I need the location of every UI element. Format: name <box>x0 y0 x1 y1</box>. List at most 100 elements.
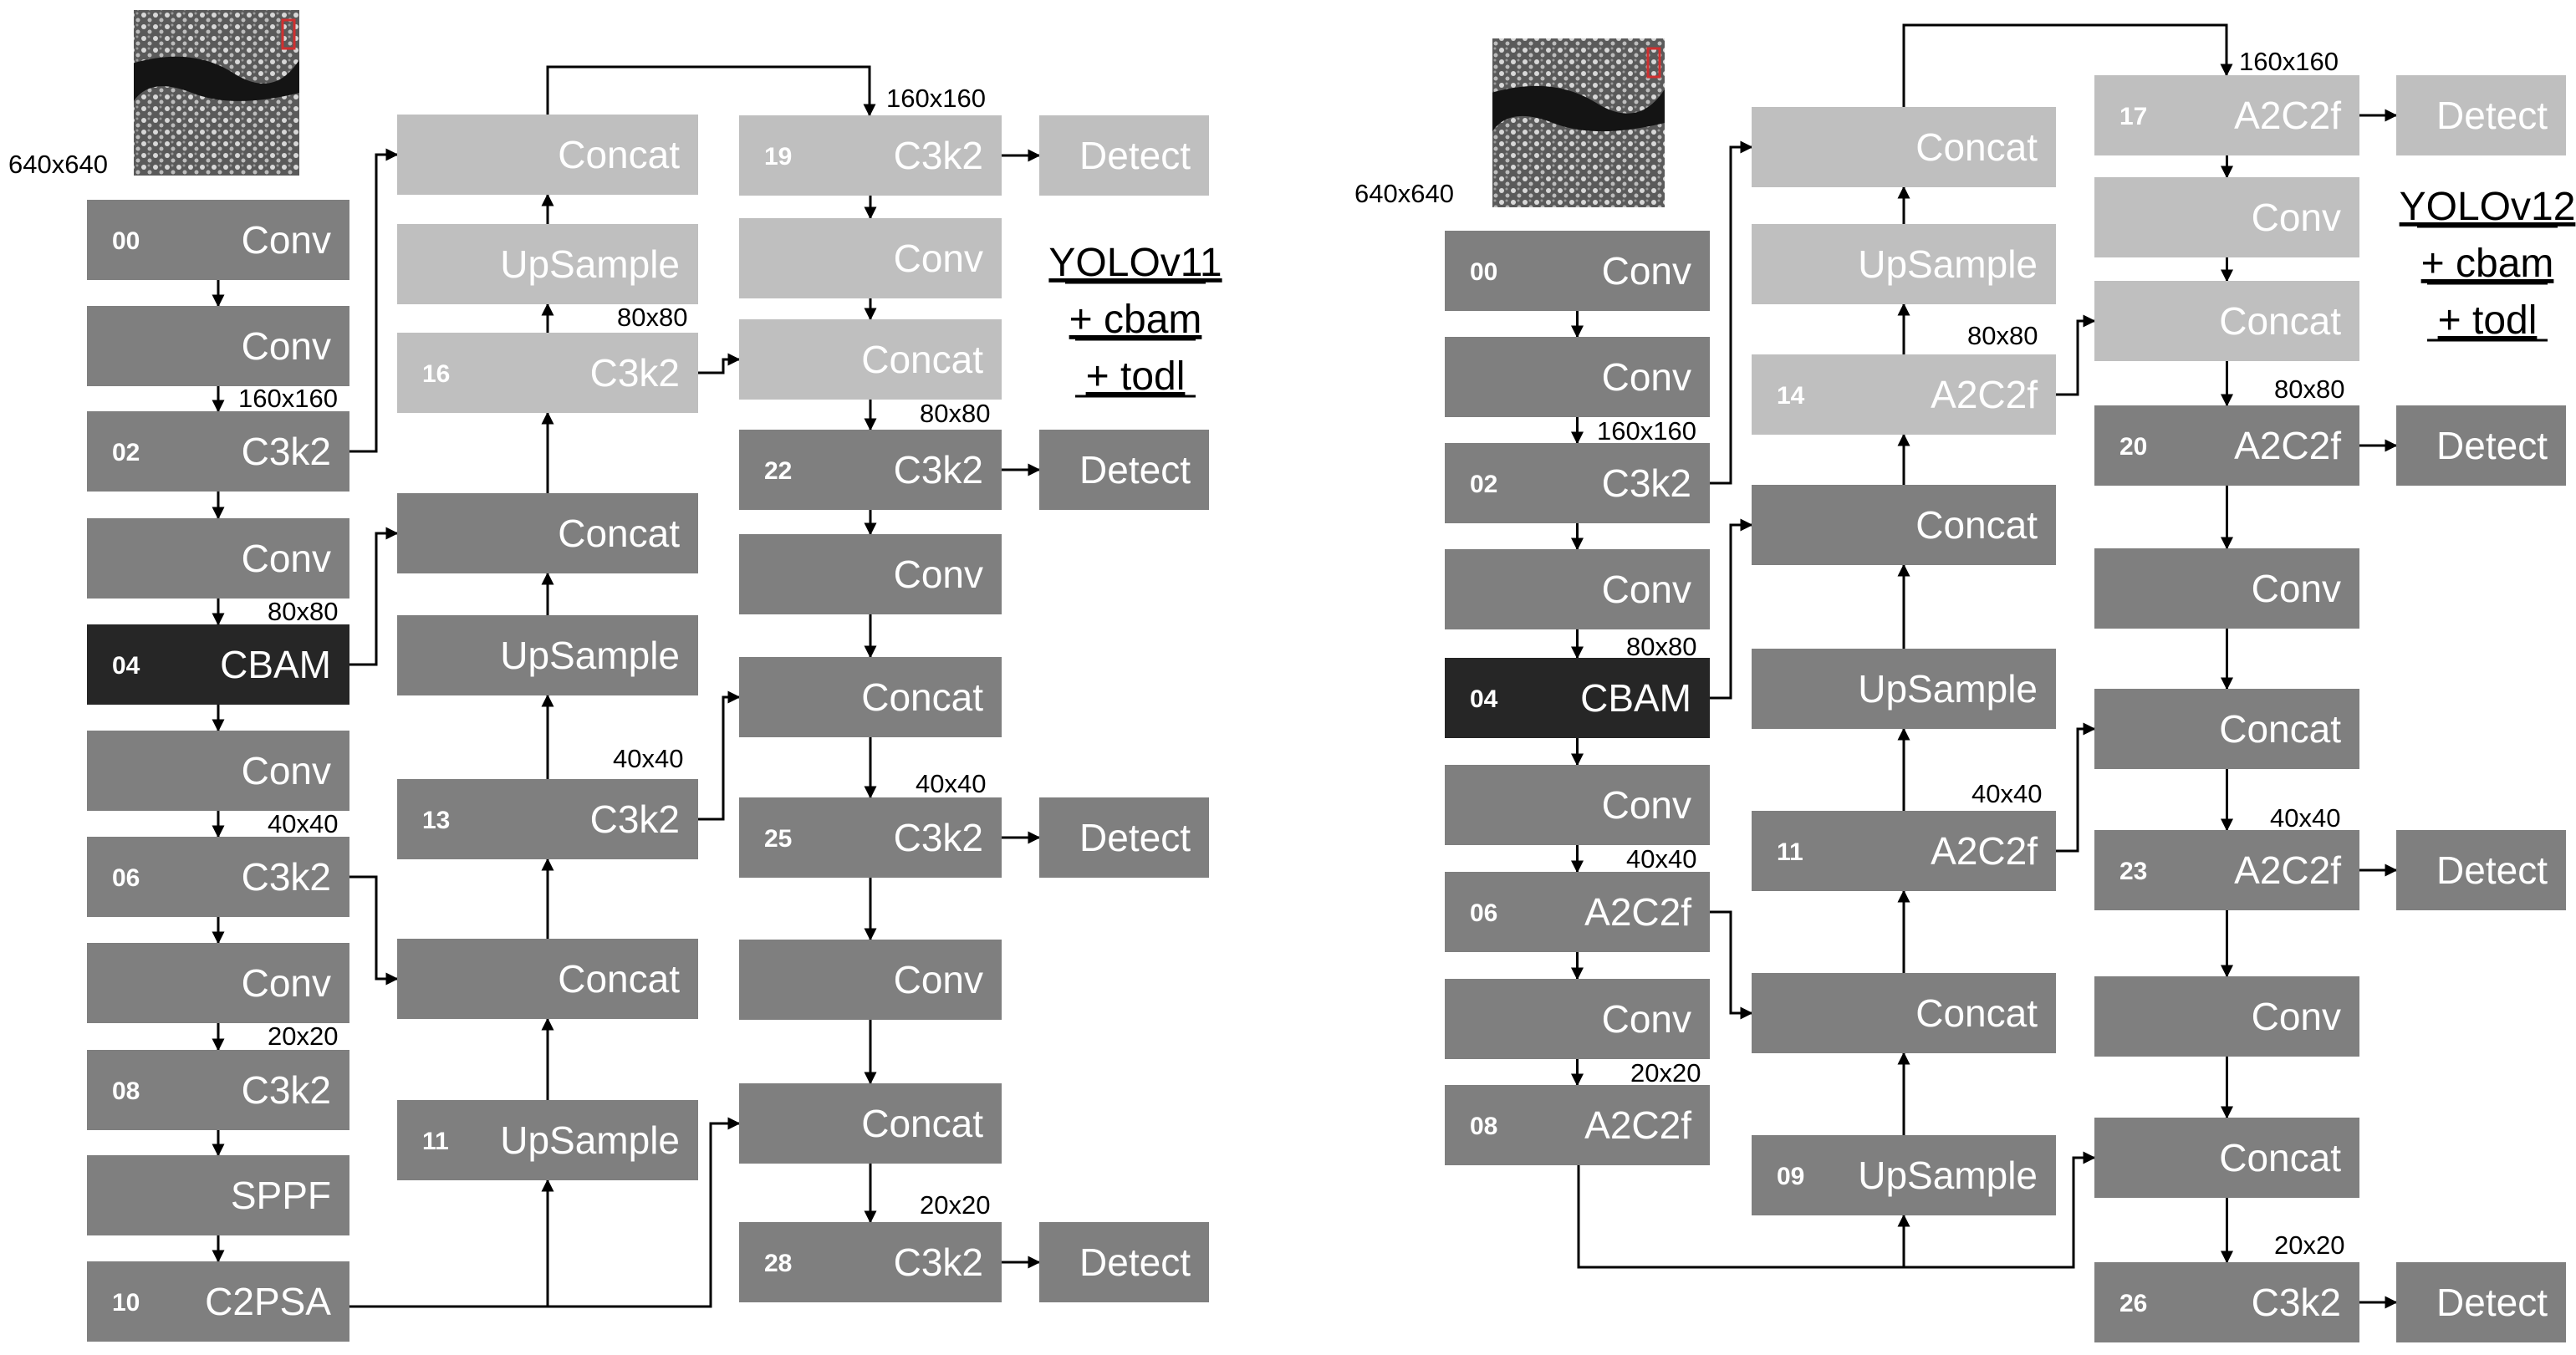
block-background <box>739 1083 1002 1164</box>
layer-index: 08 <box>1470 1113 1497 1140</box>
connector <box>1710 518 1753 700</box>
layer-name: C3k2 <box>2252 1281 2341 1324</box>
connector <box>2056 314 2096 396</box>
block-background <box>1445 549 1710 629</box>
right-node-b01-conv: Conv <box>1445 337 1710 417</box>
red-box-marker <box>281 18 296 50</box>
layer-index: 09 <box>1777 1163 1804 1190</box>
layer-name: A2C2f <box>1584 890 1691 934</box>
layer-name: Concat <box>558 133 680 176</box>
block-background <box>1445 872 1710 952</box>
layer-name: Conv <box>2252 567 2341 610</box>
layer-name: Conv <box>242 324 331 368</box>
layer-name: Detect <box>2436 1281 2548 1324</box>
connector <box>1710 910 1753 1020</box>
block-background <box>1445 979 1710 1059</box>
layer-name: Concat <box>861 1102 983 1145</box>
layer-name: Detect <box>1079 816 1191 859</box>
feature-size-label: 80x80 <box>1967 321 2038 350</box>
block-background <box>87 411 349 492</box>
left-node-m15-concat: Concat <box>397 493 698 573</box>
connector <box>698 690 741 821</box>
layer-index: 10 <box>112 1289 140 1317</box>
block-background <box>739 534 1002 614</box>
layer-name: Conv <box>2252 196 2341 239</box>
layer-name: Conv <box>1602 997 1691 1041</box>
block-background <box>1445 1085 1710 1165</box>
left-node-b05-conv: Conv <box>87 731 349 811</box>
left-node-d3-detect: Detect <box>1039 797 1209 878</box>
layer-index: 11 <box>422 1128 449 1155</box>
layer-name: Conv <box>242 961 331 1005</box>
red-box-marker <box>1646 47 1661 79</box>
layer-name: Conv <box>1602 249 1691 293</box>
left-node-m17-upsample: UpSample <box>397 224 698 304</box>
layer-name: Concat <box>1915 125 2038 169</box>
connector <box>698 353 741 374</box>
feature-size-label: 80x80 <box>617 303 687 332</box>
left-node-h20-conv: Conv <box>739 218 1002 298</box>
model-title-line: + cbam <box>2421 242 2554 286</box>
layer-name: Concat <box>861 675 983 719</box>
left-node-h23-conv: Conv <box>739 534 1002 614</box>
feature-size-label: 20x20 <box>920 1190 990 1220</box>
block-background <box>1445 337 1710 417</box>
model-title-line: + cbam <box>1069 298 1202 342</box>
block-background <box>1445 443 1710 523</box>
block-background <box>2094 75 2359 155</box>
right-node-m15-upsample: UpSample <box>1752 224 2056 304</box>
layer-name: CBAM <box>1580 676 1691 720</box>
block-background <box>1752 973 2056 1053</box>
block-background <box>2094 830 2359 910</box>
layer-name: Detect <box>1079 134 1191 177</box>
feature-size-label: 80x80 <box>268 597 338 626</box>
block-background <box>397 224 698 304</box>
block-background <box>1752 107 2056 187</box>
feature-size-label: 20x20 <box>268 1021 338 1051</box>
block-background <box>2396 1262 2566 1342</box>
layer-name: A2C2f <box>2234 848 2341 892</box>
layer-name: Conv <box>242 537 331 580</box>
layer-index: 25 <box>764 825 792 853</box>
block-background <box>397 333 698 413</box>
right-node-m13-concat: Concat <box>1752 485 2056 565</box>
block-background <box>739 319 1002 400</box>
block-background <box>1039 115 1209 196</box>
left-node-h24-concat: Concat <box>739 657 1002 737</box>
feature-size-label: 40x40 <box>268 809 338 838</box>
right-node-h19-concat: Concat <box>2094 281 2359 361</box>
layer-name: Concat <box>2219 299 2341 343</box>
right-node-h24-conv: Conv <box>2094 976 2359 1057</box>
connector <box>1577 1151 2096 1269</box>
layer-index: 00 <box>1470 258 1497 286</box>
layer-name: Conv <box>894 958 983 1001</box>
block-background <box>2094 548 2359 629</box>
connector <box>349 1179 554 1308</box>
block-background <box>1752 1135 2056 1215</box>
right-node-m16-concat: Concat <box>1752 107 2056 187</box>
layer-index: 19 <box>764 143 792 171</box>
left-node-b09-sppf: SPPF <box>87 1155 349 1235</box>
block-background <box>2094 1118 2359 1198</box>
block-background <box>2094 177 2359 257</box>
layer-name: A2C2f <box>2234 424 2341 467</box>
feature-size-label: 40x40 <box>2270 803 2340 833</box>
block-background <box>1039 430 1209 510</box>
layer-name: Conv <box>1602 355 1691 399</box>
block-background <box>739 657 1002 737</box>
layer-name: C3k2 <box>590 797 680 841</box>
block-background <box>87 518 349 599</box>
